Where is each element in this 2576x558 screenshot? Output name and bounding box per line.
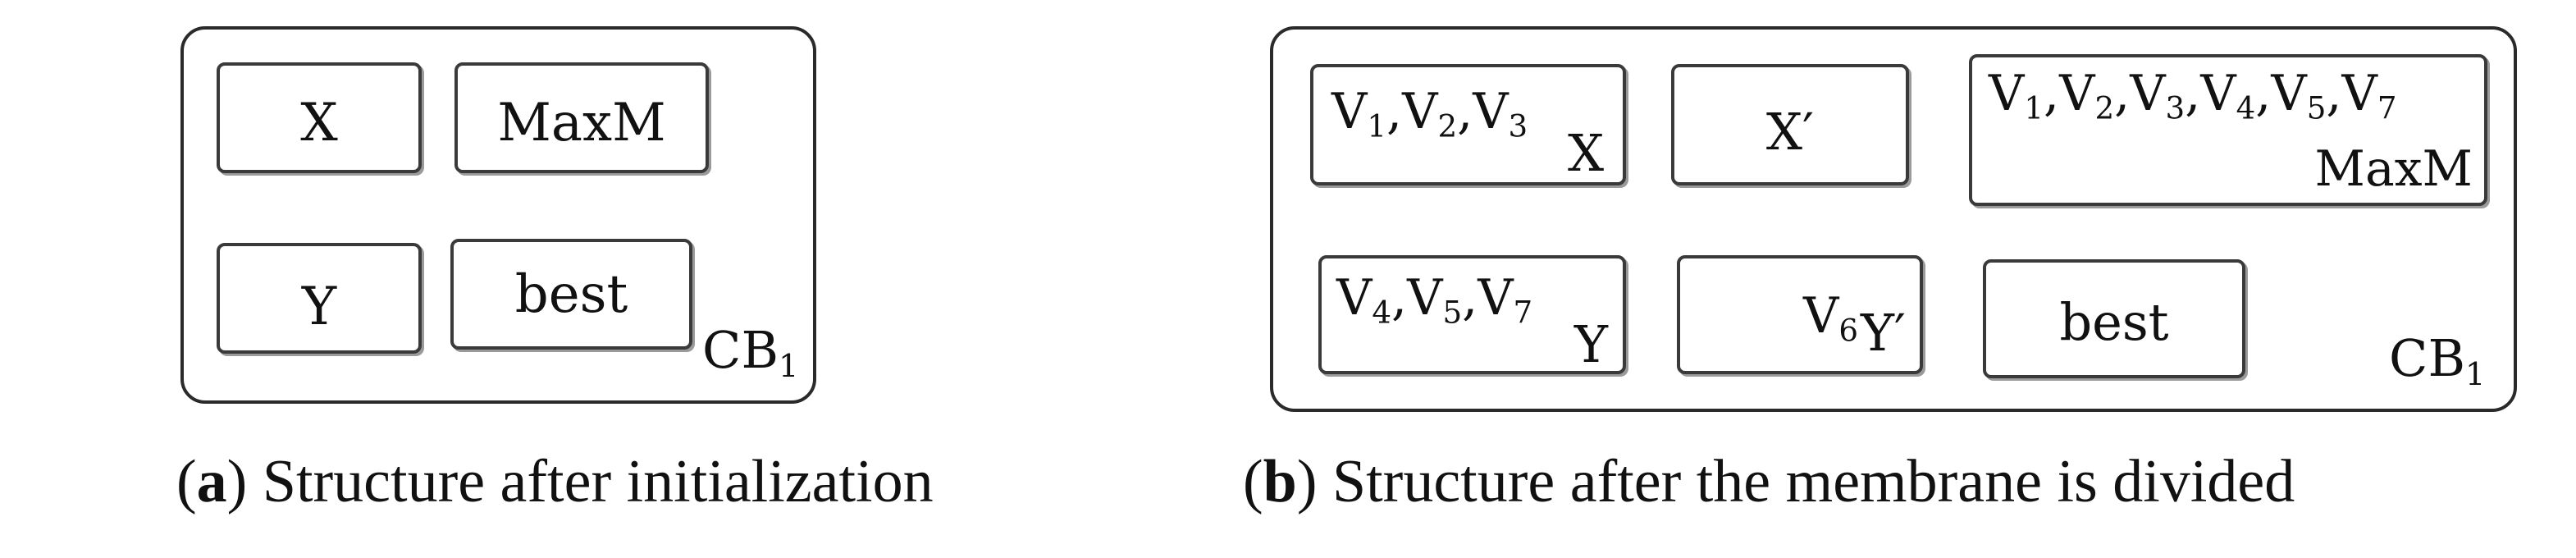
membrane-label-b: CB1	[2389, 328, 2486, 393]
box-maxm-vars-label: MaxM	[2314, 140, 2473, 198]
box-y-prime-label: Y′	[1861, 303, 1907, 363]
membrane-cb1-a: X MaxM Y best CB1	[180, 26, 816, 404]
box-maxm: MaxM	[454, 62, 709, 173]
box-best-label: best	[514, 264, 628, 325]
box-y-prime: V6 Y′	[1677, 255, 1923, 374]
box-best: best	[450, 239, 692, 350]
box-x-vars: V1,V2,V3 X	[1310, 64, 1626, 185]
var-list-maxm: V1,V2,V3,V4,V5,V7	[1989, 65, 2397, 126]
box-x-vars-label: X	[1568, 123, 1605, 183]
box-y-vars: V4,V5,V7 Y	[1318, 255, 1626, 374]
box-best-b-label: best	[2059, 292, 2169, 352]
membrane-label-a: CB1	[702, 320, 799, 385]
box-x-prime: X′	[1671, 64, 1909, 185]
membrane-cb1-b: V1,V2,V3 X X′ V1,V2,V3,V4,V5,V7 MaxM V4,…	[1270, 26, 2517, 412]
caption-a: (a) Structure after initialization	[176, 448, 934, 515]
box-x: X	[217, 62, 422, 173]
box-x-label: X	[300, 93, 338, 153]
box-y-vars-label: Y	[1574, 314, 1608, 374]
box-maxm-vars: V1,V2,V3,V4,V5,V7 MaxM	[1969, 54, 2487, 206]
box-x-prime-label: X′	[1765, 102, 1815, 162]
caption-b: (b) Structure after the membrane is divi…	[1243, 448, 2295, 515]
box-best-b: best	[1983, 259, 2245, 378]
box-y: Y	[217, 243, 422, 354]
box-y-label: Y	[301, 277, 337, 337]
box-maxm-label: MaxM	[497, 93, 666, 153]
var-list-y: V4,V5,V7	[1336, 269, 1533, 331]
var-list-x: V1,V2,V3	[1331, 83, 1528, 144]
var-v6: V6	[1803, 287, 1859, 349]
